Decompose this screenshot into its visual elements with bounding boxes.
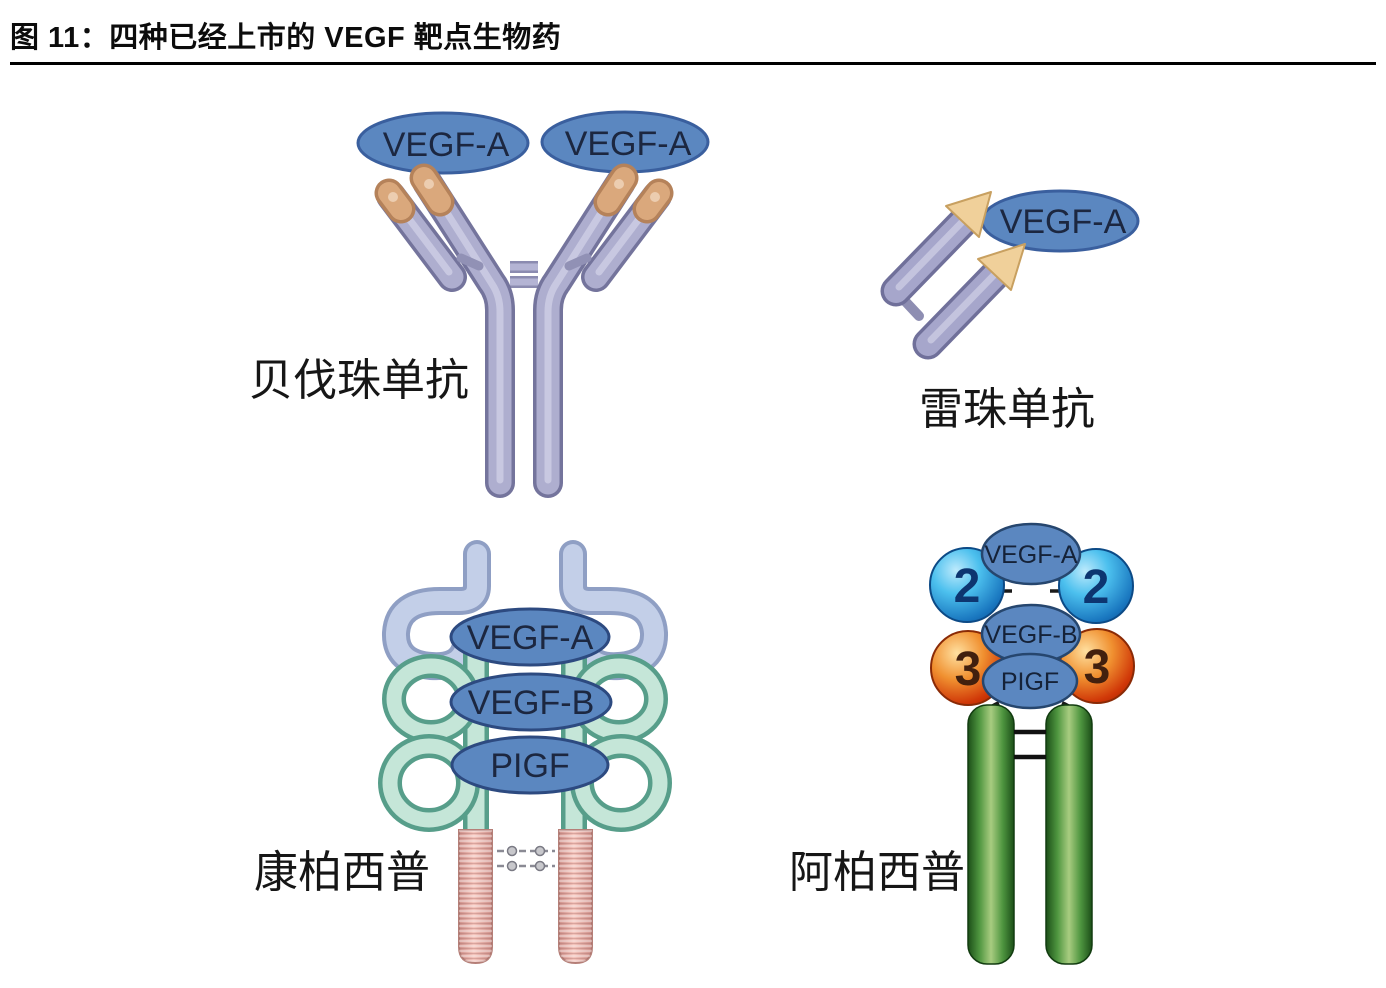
vegf-a-ellipse xyxy=(980,522,1082,586)
chain-bridges xyxy=(456,253,592,271)
conbercept-target-ellipses: VEGF-A VEGF-B PIGF xyxy=(449,607,613,795)
domain3-number: 3 xyxy=(955,643,982,696)
bevacizumab-name-label: 贝伐珠单抗 xyxy=(249,356,469,405)
hinge-disulfide-bars xyxy=(510,261,538,288)
vegf-a-label: VEGF-A xyxy=(383,126,510,164)
fc-green-stems xyxy=(967,704,1093,965)
vegf-b-label: VEGF-B xyxy=(468,684,595,722)
fc-pink-stems xyxy=(458,829,593,965)
aflibercept-structure-diagram: 2 2 3 3 VEGF-A VEGF-B PIGF xyxy=(929,522,1135,965)
vegf-b-ellipse xyxy=(449,672,613,732)
conbercept-structure-diagram: VEGF-A VEGF-B PIGF xyxy=(378,540,672,965)
plgf-ellipse xyxy=(450,735,610,795)
ranibizumab-vegf-a-ellipse: VEGF-A xyxy=(980,189,1140,253)
domain2-number: 2 xyxy=(954,560,981,613)
aflibercept-target-ellipses: VEGF-A VEGF-B PIGF xyxy=(980,522,1082,710)
vegf-a-label: VEGF-A xyxy=(1000,203,1127,241)
ranibizumab-name-label: 雷珠单抗 xyxy=(919,385,1095,434)
fab-binding-tips xyxy=(945,191,1026,291)
fc-disulfide-bonds xyxy=(497,845,555,872)
vegf-a-ellipse xyxy=(356,111,530,175)
plgf-label: PIGF xyxy=(490,747,569,785)
vegf-b-label: VEGF-B xyxy=(984,621,1077,649)
teal-central-stalks xyxy=(463,627,587,851)
plgf-label: PIGF xyxy=(1001,668,1059,696)
aflibercept-name-label: 阿柏西普 xyxy=(789,848,965,897)
domain3-number: 3 xyxy=(1084,641,1111,694)
figure-title: 图 11：四种已经上市的 VEGF 靶点生物药 xyxy=(10,22,562,54)
conbercept-name-label: 康柏西普 xyxy=(254,848,430,897)
fab-chains xyxy=(880,203,1014,360)
domain2-spheres: 2 2 xyxy=(929,547,1134,624)
fab-binding-tips xyxy=(374,163,674,224)
ranibizumab-structure-diagram: VEGF-A xyxy=(880,189,1140,360)
vegf-a-ellipse xyxy=(449,607,611,667)
title-divider-rule xyxy=(10,62,1376,65)
vegf-a-label: VEGF-A xyxy=(565,125,692,163)
bevacizumab-vegf-a-ellipses: VEGF-A VEGF-A xyxy=(356,110,710,175)
vegf-a-label: VEGF-A xyxy=(467,619,594,657)
heavy-chains xyxy=(412,167,636,498)
plgf-ellipse xyxy=(981,652,1079,710)
bevacizumab-structure-diagram: VEGF-A VEGF-A xyxy=(356,110,710,498)
vegf-a-label: VEGF-A xyxy=(984,541,1077,569)
fab-chain-bridge xyxy=(899,295,924,321)
domain2-number: 2 xyxy=(1083,561,1110,614)
